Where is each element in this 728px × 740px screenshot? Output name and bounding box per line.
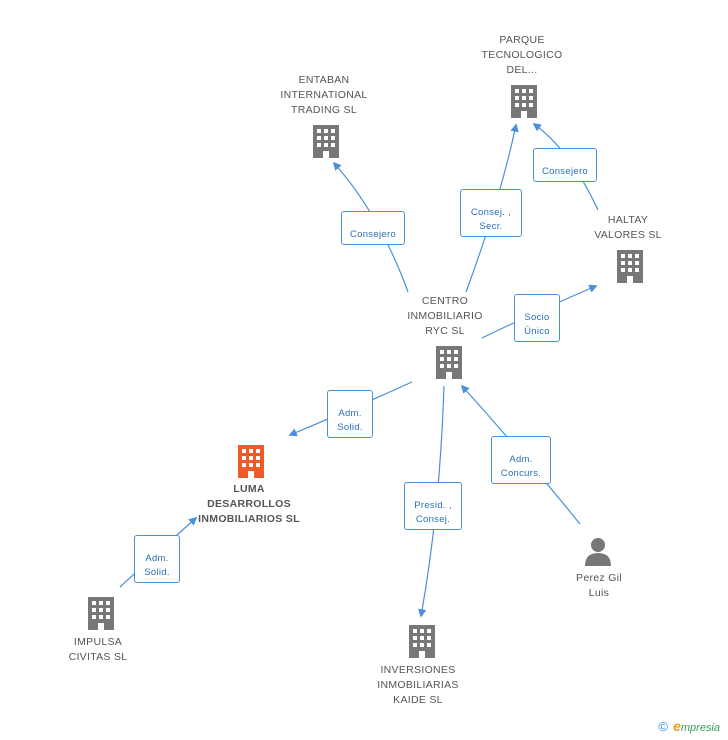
relation-text: Adm. Solid.	[337, 408, 363, 433]
relation-label-consejero[interactable]: Consejero	[533, 148, 597, 182]
node-label: IMPULSA CIVITAS SL	[68, 636, 128, 663]
node-label: INVERSIONES INMOBILIARIAS KAIDE SL	[377, 664, 459, 706]
relation-label-consej-secr[interactable]: Consej. , Secr.	[460, 189, 522, 237]
brand-logo-initial: e	[673, 718, 681, 734]
copyright-symbol: ©	[658, 719, 669, 734]
node-inversiones[interactable]: INVERSIONES INMOBILIARIAS KAIDE SL	[362, 663, 474, 708]
relation-text: Consej. , Secr.	[470, 207, 512, 232]
node-centro[interactable]: CENTRO INMOBILIARIO RYC SL	[390, 294, 500, 339]
node-haltay[interactable]: HALTAY VALORES SL	[576, 213, 680, 243]
brand-footer: © empresia	[658, 718, 720, 734]
building-icon[interactable]	[310, 124, 342, 160]
building-icon[interactable]	[433, 345, 465, 381]
relation-label-socio-unico[interactable]: Socio Único	[514, 294, 560, 342]
node-label: CENTRO INMOBILIARIO RYC SL	[407, 295, 483, 337]
brand-logo-text: mpresia	[680, 722, 720, 734]
node-entaban[interactable]: ENTABAN INTERNATIONAL TRADING SL	[268, 73, 380, 118]
building-icon[interactable]	[508, 84, 540, 120]
node-luma[interactable]: LUMA DESARROLLOS INMOBILIARIOS SL	[184, 482, 314, 527]
relation-label-presid-consej[interactable]: Presid. , Consej.	[404, 482, 462, 530]
relation-text: Socio Único	[524, 312, 550, 337]
node-label: Perez Gil Luis	[576, 572, 622, 599]
node-label: LUMA DESARROLLOS INMOBILIARIOS SL	[198, 483, 300, 525]
relation-text: Adm. Solid.	[144, 553, 170, 578]
building-icon[interactable]	[614, 249, 646, 285]
building-icon[interactable]	[406, 624, 438, 660]
person-icon[interactable]	[583, 536, 613, 566]
relation-text: Presid. , Consej.	[414, 500, 452, 525]
relation-label-adm-concurs[interactable]: Adm. Concurs.	[491, 436, 551, 484]
relation-text: Consejero	[541, 166, 588, 177]
node-parque[interactable]: PARQUE TECNOLOGICO DEL...	[466, 33, 578, 78]
relation-label-consejero[interactable]: Consejero	[341, 211, 405, 245]
node-impulsa[interactable]: IMPULSA CIVITAS SL	[48, 635, 148, 665]
relation-text: Consejero	[349, 229, 396, 240]
relation-text: Adm. Concurs.	[500, 454, 542, 479]
building-icon[interactable]	[235, 444, 267, 480]
relation-label-adm-solid[interactable]: Adm. Solid.	[327, 390, 373, 438]
node-label: HALTAY VALORES SL	[594, 214, 662, 241]
node-label: PARQUE TECNOLOGICO DEL...	[481, 34, 563, 76]
relation-label-adm-solid[interactable]: Adm. Solid.	[134, 535, 180, 583]
node-label: ENTABAN INTERNATIONAL TRADING SL	[280, 74, 368, 116]
node-perez[interactable]: Perez Gil Luis	[554, 571, 644, 601]
building-icon[interactable]	[85, 596, 117, 632]
